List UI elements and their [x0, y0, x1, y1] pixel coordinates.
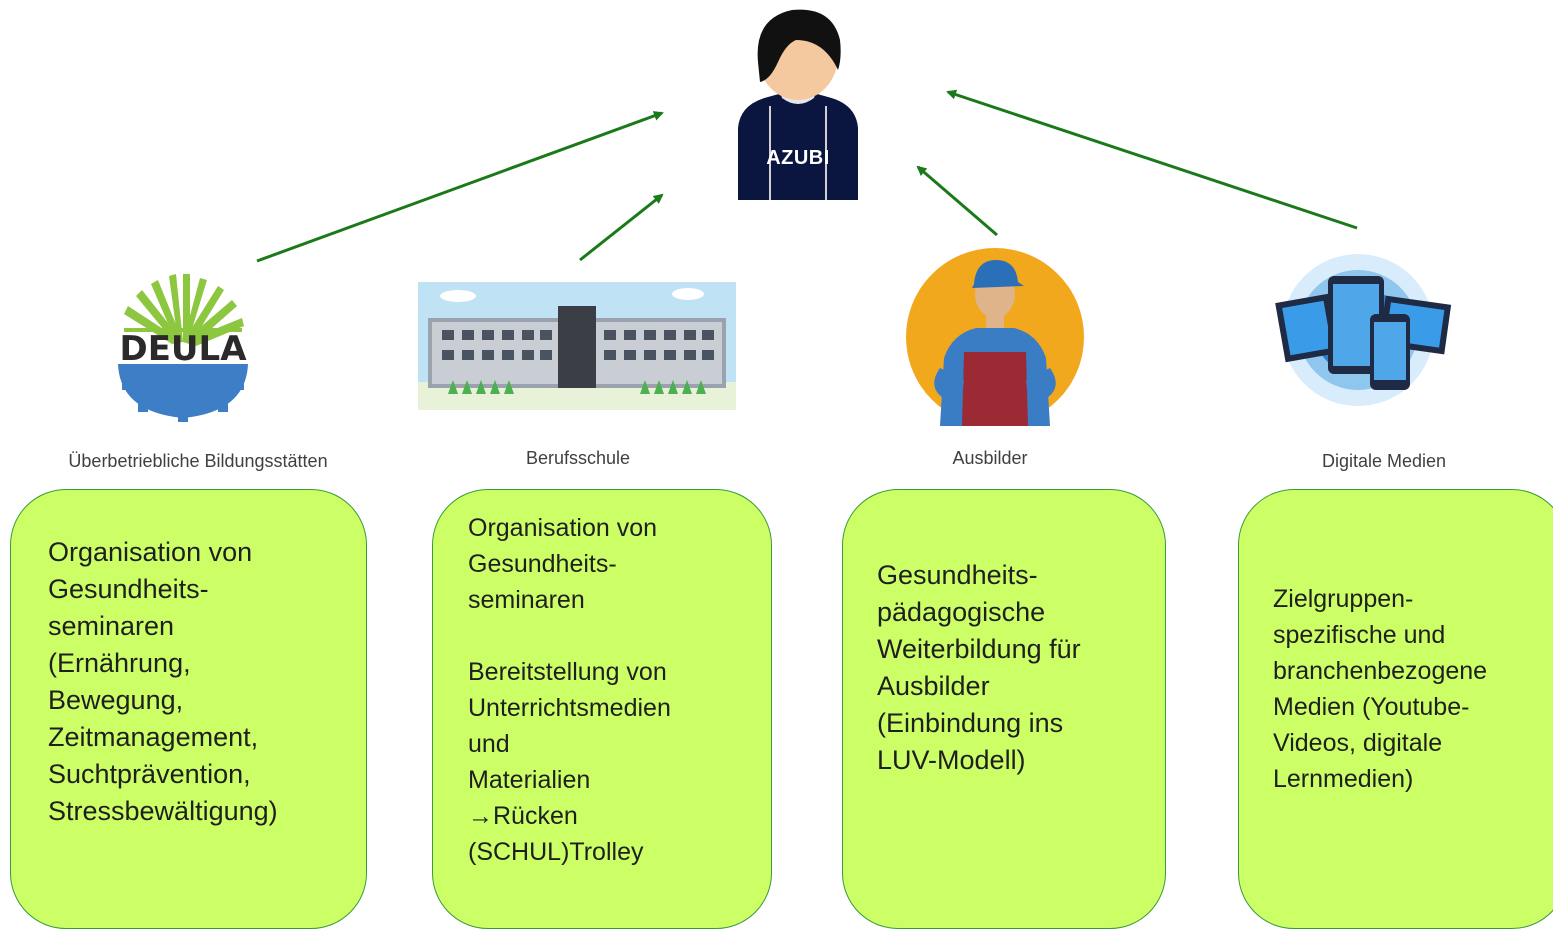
digitale-medien-image: [1262, 246, 1482, 406]
caption-berufsschule: Berufsschule: [525, 448, 631, 468]
measures-box-digitale-medien: Zielgruppen- spezifische und branchenbez…: [1238, 489, 1553, 929]
caption-digitale-medien: Digitale Medien: [1321, 451, 1447, 471]
measures-box-deula: Organisation von Gesundheits- seminaren …: [10, 489, 367, 929]
berufsschule-image: [418, 282, 736, 410]
azubi-label: AZUBI: [766, 147, 830, 169]
measures-text-berufsschule: Organisation von Gesundheits- seminaren …: [468, 514, 671, 866]
deula-logo-icon: DEULA: [118, 274, 248, 422]
ausbilder-image: [906, 248, 1084, 426]
measures-text-digitale-medien: Zielgruppen- spezifische und branchenbez…: [1273, 585, 1488, 793]
caption-ueberbetriebliche-bildungsstaetten: Überbetriebliche Bildungsstätten: [68, 451, 328, 471]
school-building-icon: [418, 282, 736, 410]
arrow-ausbilder-to-azubi: [916, 165, 998, 237]
worker-icon: [906, 248, 1084, 426]
arrow-digital-to-azubi: [946, 89, 1358, 230]
person-icon: [738, 9, 858, 200]
deula-logo-text: DEULA: [119, 329, 247, 369]
arrow-berufsschule-to-azubi: [579, 193, 664, 262]
deula-logo: DEULA: [108, 272, 258, 422]
devices-icon: [1275, 254, 1452, 406]
measures-box-ausbilder: Gesundheits- pädagogische Weiterbildung …: [842, 489, 1166, 929]
arrow-deula-to-azubi: [256, 111, 664, 263]
measures-text-ausbilder: Gesundheits- pädagogische Weiterbildung …: [877, 560, 1081, 775]
caption-ausbilder: Ausbilder: [952, 448, 1028, 468]
azubi-avatar: AZUBI: [738, 0, 858, 200]
measures-box-berufsschule: Organisation von Gesundheits- seminaren …: [432, 489, 772, 929]
measures-text-deula: Organisation von Gesundheits- seminaren …: [48, 537, 278, 826]
